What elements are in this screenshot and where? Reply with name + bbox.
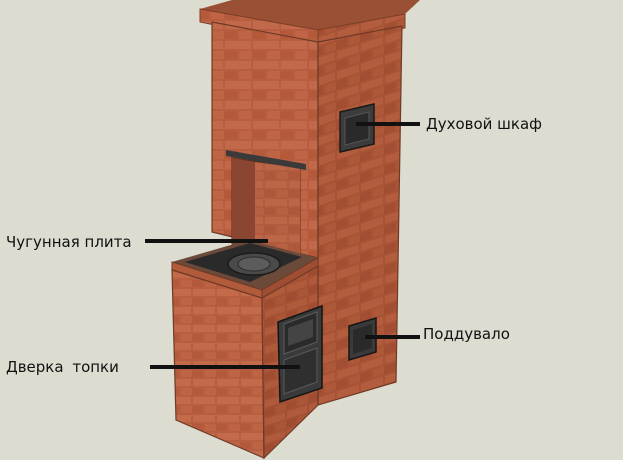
label-oven: Духовой шкаф [426, 115, 542, 133]
firebox-lower-door [283, 347, 318, 395]
label-cast-iron-plate: Чугунная плита [6, 233, 132, 251]
lower-block-front [171, 269, 265, 459]
label-ash-pit: Поддувало [423, 325, 510, 343]
label-firebox-door: Дверка топки [6, 358, 119, 376]
niche-lintel-bar [226, 150, 306, 170]
niche-left-wall [232, 158, 255, 250]
niche-back-wall [255, 162, 300, 258]
chimney-cap-top [200, 0, 420, 30]
